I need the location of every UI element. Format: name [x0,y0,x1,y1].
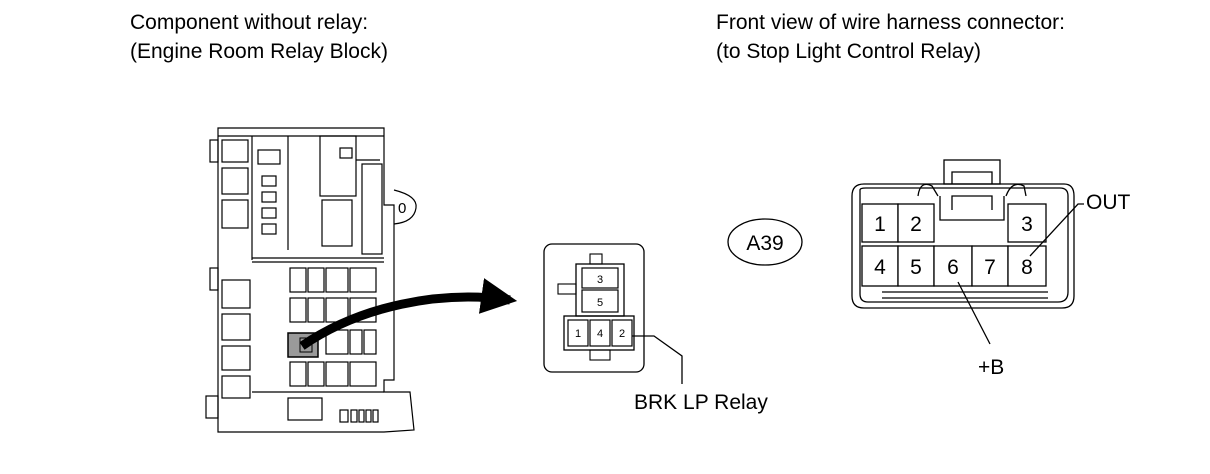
connector-cells [861,203,1047,287]
relay-socket-frame [543,243,645,373]
right-heading: Front view of wire harness connector: (t… [716,8,1065,66]
harness-connector [851,159,1075,309]
connector-pin-4: 4 [874,256,886,279]
side-tab [205,395,219,419]
side-tab [209,139,219,163]
brk-lp-leader-line [632,335,683,384]
left-heading-line1: Component without relay: [130,11,369,34]
out-label: OUT [1086,191,1131,214]
connector-pin-2: 2 [910,213,922,236]
connector-code-badge [727,218,803,266]
relay-block: 0 [205,127,417,433]
right-heading-line2: (to Stop Light Control Relay) [716,40,981,63]
right-heading-line1: Front view of wire harness connector: [716,11,1065,34]
connector-pin-7: 7 [984,256,996,279]
connector-pin-8: 8 [1021,256,1033,279]
brk-lp-relay-label: BRK LP Relay [634,391,768,414]
b-plus-leader-line [957,281,991,345]
socket-terminal-5: 5 [597,297,603,309]
connector-pin-5: 5 [910,256,922,279]
connector-pin-1: 1 [874,213,886,236]
b-plus-label: +B [978,356,1004,379]
connector-outline [851,183,1075,309]
left-heading-line2: (Engine Room Relay Block) [130,40,388,63]
connector-pin-6: 6 [947,256,959,279]
relay-socket-detail: 3 5 1 4 2 [543,243,645,373]
connector-code-label: A39 [746,232,783,255]
relay-block-outline [217,127,415,433]
socket-terminal-2: 2 [619,328,625,340]
bolt-label: 0 [398,200,406,217]
left-heading: Component without relay: (Engine Room Re… [130,8,388,66]
socket-terminal-3: 3 [597,274,603,286]
socket-terminal-4: 4 [597,328,603,340]
out-leader-line [1029,203,1084,257]
bolt-boss [393,189,417,225]
connector-pin-3: 3 [1021,213,1033,236]
socket-terminal-1: 1 [575,328,581,340]
pointer-arrow [299,278,518,350]
side-tab [209,267,219,291]
